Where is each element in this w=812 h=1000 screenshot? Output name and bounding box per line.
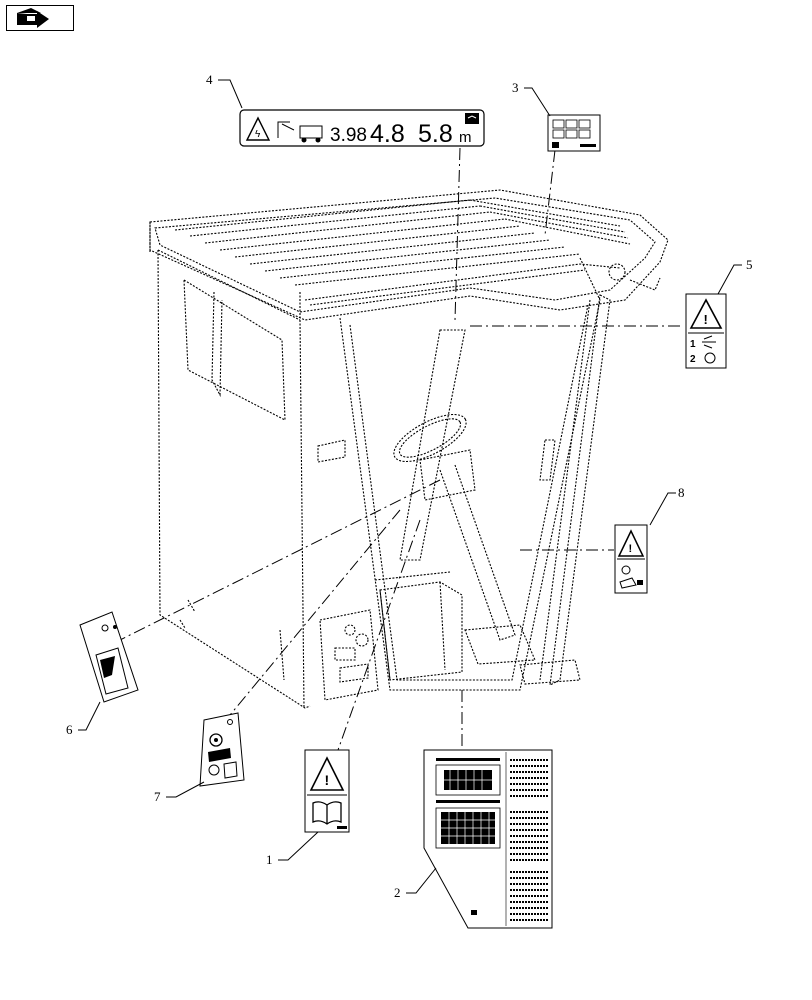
callout-3: 3 xyxy=(512,80,519,95)
manual-icon xyxy=(552,142,559,148)
decal-8: ! xyxy=(614,524,648,594)
callout-4: 4 xyxy=(206,72,213,87)
decal-2 xyxy=(423,749,553,929)
decal-4-value-1: 3.98 xyxy=(330,125,367,146)
arrow-right-icon xyxy=(17,8,49,28)
machine-icon xyxy=(299,125,323,139)
cab-roof xyxy=(149,189,669,321)
callout-2: 2 xyxy=(394,885,401,900)
decal-3 xyxy=(547,114,601,152)
decal-4: ϟ 3.98 4.8 5.8 m xyxy=(239,109,485,148)
warning-triangle-icon xyxy=(309,756,345,791)
decal-4-value-2: 4.8 xyxy=(370,120,405,148)
decal-7 xyxy=(199,712,245,787)
warning-triangle-icon xyxy=(689,298,723,329)
control-icon xyxy=(209,733,223,747)
callout-7: 7 xyxy=(154,789,161,804)
lever-icon xyxy=(702,335,716,349)
callout-6: 6 xyxy=(66,722,73,737)
svg-text:ϟ: ϟ xyxy=(255,129,261,140)
leader-lines xyxy=(119,147,684,751)
next-page-button[interactable] xyxy=(6,5,74,31)
manual-icon xyxy=(465,113,479,124)
operator-icon xyxy=(621,565,631,575)
callout-5: 5 xyxy=(746,257,753,272)
decal-5: ! 1 2 xyxy=(685,293,727,369)
lever-pattern-icon xyxy=(95,647,129,695)
svg-text:!: ! xyxy=(629,543,633,555)
key-icon xyxy=(704,352,716,364)
manual-book-icon xyxy=(312,801,342,825)
decal-4-value-3: 5.8 xyxy=(418,120,453,148)
crane-icon xyxy=(277,121,295,138)
decal-5-step-2: 2 xyxy=(690,354,696,365)
decal-6 xyxy=(79,611,139,703)
warning-triangle-icon xyxy=(245,116,271,141)
svg-text:!: ! xyxy=(325,772,330,788)
warning-triangle-icon xyxy=(617,529,645,557)
callout-leaders xyxy=(78,79,742,894)
cab-body xyxy=(157,249,611,709)
callout-8: 8 xyxy=(678,485,685,500)
decal-1: ! xyxy=(304,749,350,833)
callout-1: 1 xyxy=(266,852,273,867)
svg-text:!: ! xyxy=(704,312,708,327)
decal-5-step-1: 1 xyxy=(690,339,696,350)
decal-4-unit: m xyxy=(459,129,472,146)
